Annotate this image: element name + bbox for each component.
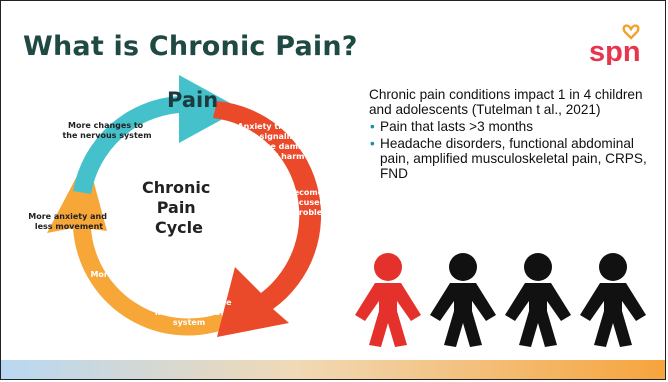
pain-cycle-diagram: Pain Chronic Pain Cycle Anxiety that pai…	[28, 75, 331, 337]
cycle-arrow-red	[213, 101, 322, 337]
cycle-center-line-1: Chronic	[142, 178, 210, 197]
svg-text:Changes take place in th: Changes take place in the nervous system	[144, 298, 235, 327]
cycle-top-label: Pain	[167, 88, 218, 112]
step-3-line-1: Changes take place	[144, 298, 233, 307]
svg-text:More changes to the nerv: More changes to the nervous system	[62, 121, 151, 140]
cycle-center-line-3: Cycle	[155, 218, 203, 237]
person-icon	[430, 253, 496, 347]
step-1-line-2: signalling	[260, 132, 304, 141]
bullet-list: Pain that lasts >3 months Headache disor…	[369, 119, 654, 181]
person-icon	[580, 253, 646, 347]
footer-band	[1, 360, 665, 379]
step-3-line-2: in the nervous	[155, 308, 220, 317]
info-text: Chronic pain conditions impact 1 in 4 ch…	[369, 87, 654, 183]
step-2-line-3: on the problem	[261, 208, 330, 217]
heart-icon	[622, 24, 640, 40]
people-illustration	[355, 253, 646, 347]
step-1-line-1: Anxiety that pain is	[237, 122, 326, 131]
step-6-line-2: the nervous system	[62, 131, 151, 140]
svg-text:Brain becomes more focus: Brain becomes more focused on the proble…	[261, 188, 330, 217]
slide-title: What is Chronic Pain?	[23, 31, 358, 62]
step-3-line-3: system	[173, 318, 205, 327]
step-6-line-1: More changes to	[68, 121, 144, 130]
svg-text:More anxiety and less mo: More anxiety and less movement	[28, 212, 109, 231]
bullet-item: Headache disorders, functional abdominal…	[369, 136, 654, 181]
step-5-line-2: less movement	[35, 222, 103, 231]
person-icon	[505, 253, 571, 347]
logo-text: spn	[589, 36, 641, 65]
spn-logo: spn	[589, 24, 641, 65]
svg-text:Anxiety that pain is sig: Anxiety that pain is signalling tissue d…	[237, 122, 328, 161]
step-4-label: More Pain	[90, 270, 135, 279]
cycle-center-line-2: Pain	[157, 198, 196, 217]
step-1-line-4: and harm	[262, 152, 305, 161]
bullet-item: Pain that lasts >3 months	[369, 119, 654, 134]
step-2-line-1: Brain becomes	[261, 188, 328, 197]
svg-text:Chronic Pain Cycle: Chronic Pain Cycle	[142, 178, 216, 237]
cycle-arrow-teal	[73, 75, 241, 194]
step-5-line-1: More anxiety and	[28, 212, 107, 221]
cycle-arrow-orange	[47, 157, 226, 336]
step-1-line-3: tissue damage	[249, 142, 316, 151]
intro-text: Chronic pain conditions impact 1 in 4 ch…	[369, 87, 643, 117]
step-2-line-2: more focused	[264, 198, 326, 207]
person-icon	[355, 253, 421, 347]
